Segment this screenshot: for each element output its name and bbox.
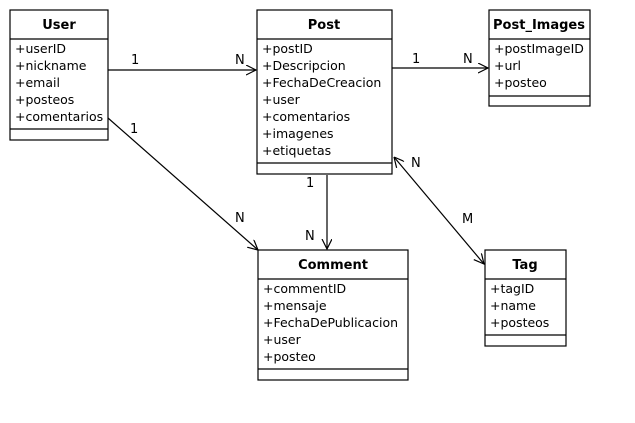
class-comment[interactable]: Comment +commentID +mensaje +FechaDePubl… bbox=[257, 249, 409, 381]
class-user-attribute: +userID bbox=[15, 41, 66, 56]
class-post-title: Post bbox=[308, 18, 340, 33]
class-post-images[interactable]: Post_Images +postImageID +url +posteo bbox=[488, 9, 591, 107]
class-post-images-attribute: +posteo bbox=[494, 75, 547, 90]
class-user-attribute: +posteos bbox=[15, 92, 74, 107]
class-post-attribute: +imagenes bbox=[262, 126, 334, 141]
class-user-attribute: +comentarios bbox=[15, 109, 103, 124]
class-comment-attribute: +posteo bbox=[263, 349, 316, 364]
class-tag-attribute: +posteos bbox=[490, 315, 549, 330]
association-post-tag[interactable] bbox=[394, 157, 484, 264]
multiplicity-post-tag-near-post: N bbox=[411, 156, 421, 171]
class-user[interactable]: User +userID +nickname +email +posteos +… bbox=[9, 9, 109, 141]
class-tag-attribute: +name bbox=[490, 298, 536, 313]
multiplicity-user-post-target: N bbox=[235, 53, 245, 68]
class-post-images-attribute: +url bbox=[494, 58, 521, 73]
multiplicity-post-images-source: 1 bbox=[412, 52, 420, 67]
association-user-comment[interactable] bbox=[107, 117, 258, 250]
multiplicity-user-post-source: 1 bbox=[131, 53, 139, 68]
multiplicity-post-comment-source: 1 bbox=[306, 176, 314, 191]
class-tag-title: Tag bbox=[512, 258, 537, 273]
class-post-attribute: +comentarios bbox=[262, 109, 350, 124]
multiplicity-post-comment-target: N bbox=[305, 229, 315, 244]
class-post-attribute: +etiquetas bbox=[262, 143, 331, 158]
class-post-images-attribute: +postImageID bbox=[494, 41, 584, 56]
class-post-attribute: +Descripcion bbox=[262, 58, 346, 73]
class-tag[interactable]: Tag +tagID +name +posteos bbox=[484, 249, 567, 347]
class-user-attribute: +email bbox=[15, 75, 60, 90]
class-user-attribute: +nickname bbox=[15, 58, 87, 73]
class-post[interactable]: Post +postID +Descripcion +FechaDeCreaci… bbox=[256, 9, 393, 175]
class-comment-attribute: +FechaDePublicacion bbox=[263, 315, 398, 330]
multiplicity-user-comment-target: N bbox=[235, 211, 245, 226]
class-post-images-title: Post_Images bbox=[493, 18, 585, 33]
class-post-attribute: +postID bbox=[262, 41, 313, 56]
class-comment-title: Comment bbox=[298, 258, 368, 273]
class-comment-attribute: +commentID bbox=[263, 281, 346, 296]
multiplicity-user-comment-source: 1 bbox=[130, 122, 138, 137]
class-tag-attribute: +tagID bbox=[490, 281, 534, 296]
class-comment-attribute: +user bbox=[263, 332, 302, 347]
multiplicity-post-tag-near-tag: M bbox=[462, 212, 473, 227]
class-post-attribute: +user bbox=[262, 92, 301, 107]
multiplicity-post-images-target: N bbox=[463, 52, 473, 67]
class-post-attribute: +FechaDeCreacion bbox=[262, 75, 381, 90]
class-user-title: User bbox=[42, 18, 76, 33]
class-comment-attribute: +mensaje bbox=[263, 298, 327, 313]
